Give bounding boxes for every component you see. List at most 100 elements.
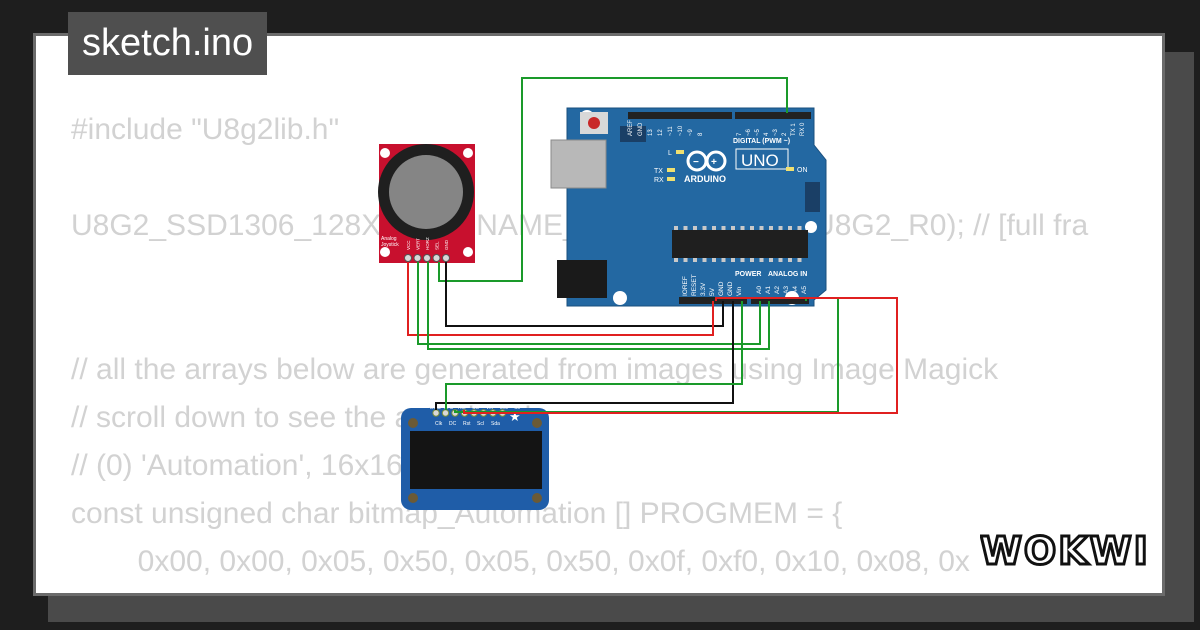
- digital-pin-label: 2: [782, 132, 788, 136]
- oled-pin-label-top: Rst: [458, 405, 466, 411]
- oled-pin-label-bottom: Rst: [463, 421, 471, 427]
- digital-pin-label: 13: [648, 129, 654, 136]
- power-jack: [557, 260, 607, 298]
- led-on: [786, 167, 794, 171]
- chip-leg: [788, 226, 792, 230]
- oled-pin-label-top: 3v3: [500, 405, 508, 411]
- chip-leg: [797, 226, 802, 230]
- wokwi-logo: WOKWI: [980, 528, 1150, 575]
- arduino-logo-icon: − +: [686, 150, 727, 172]
- digital-pin-label: TX 1: [791, 123, 797, 136]
- wire-red-5v[interactable]: [407, 262, 714, 336]
- joystick-pin[interactable]: [442, 254, 450, 262]
- analog-pin-label: A1: [765, 286, 772, 294]
- wokwi-wordmark: WOKWI: [980, 529, 1150, 573]
- oled-pin-label-top: Vin: [486, 405, 493, 411]
- digital-pin-label: AREF: [628, 120, 634, 136]
- led-on-label: ON: [797, 167, 808, 174]
- digital-header-left: [628, 112, 732, 119]
- power-pin-label: 5V: [709, 287, 716, 296]
- joystick-pin[interactable]: [404, 254, 412, 262]
- chip-leg: [712, 226, 716, 230]
- star-icon: ★: [509, 410, 521, 425]
- code-line: 0x00, 0x00, 0x05, 0x50, 0x05, 0x50, 0x0f…: [71, 545, 970, 578]
- wire-black-oled-gnd[interactable]: [435, 301, 734, 410]
- code-background: #include "U8g2lib.h" U8G2_SSD1306_128X64…: [71, 36, 1088, 593]
- digital-pin-label: 8: [698, 132, 704, 136]
- mount-hole: [408, 418, 418, 428]
- chip-leg: [721, 258, 726, 262]
- chip-leg: [740, 258, 745, 262]
- chip-leg: [759, 258, 764, 262]
- wire-green-oled-sda[interactable]: [445, 301, 743, 410]
- chip-leg: [693, 226, 697, 230]
- reset-button-cap[interactable]: [588, 117, 600, 129]
- uno-badge: [735, 148, 789, 170]
- code-line: const unsigned char bitmap_Automation []…: [71, 497, 843, 530]
- power-label: POWER: [735, 271, 761, 278]
- chip-leg: [721, 226, 726, 230]
- wire-green-a1[interactable]: [427, 262, 770, 350]
- wire-green-oled-scl[interactable]: [454, 297, 839, 413]
- digital-header-right: [735, 112, 811, 119]
- digital-pin-label: GND: [638, 122, 644, 136]
- chip-leg: [693, 258, 697, 262]
- wire-red-oled-vcc[interactable]: [463, 297, 898, 414]
- digital-pin-label: ~6: [746, 128, 752, 136]
- chip-leg: [788, 258, 792, 262]
- svg-text:+: +: [711, 157, 717, 168]
- chip-leg: [769, 226, 773, 230]
- power-pin-label: IOREF: [682, 276, 689, 296]
- chip-leg: [683, 258, 688, 262]
- led-l: [676, 150, 684, 154]
- led-rx: [667, 177, 675, 181]
- mount-hole: [613, 291, 627, 305]
- power-pin-label: Vin: [736, 286, 743, 296]
- digital-pin-label: ~5: [755, 128, 761, 136]
- wires: [407, 77, 898, 414]
- icsp-header-2: [805, 182, 820, 212]
- mount-hole: [463, 247, 473, 257]
- mount-hole: [463, 148, 473, 158]
- analog-label: ANALOG IN: [768, 271, 807, 278]
- chip-leg: [702, 226, 707, 230]
- mount-hole: [408, 493, 418, 503]
- chip-leg: [674, 226, 678, 230]
- oled-pin-label-bottom: Scl: [477, 421, 484, 427]
- joystick-knob[interactable]: [389, 155, 463, 229]
- code-line: // all the arrays below are generated fr…: [71, 353, 999, 386]
- power-pin-label: RESET: [691, 274, 698, 296]
- chip-leg: [778, 226, 783, 230]
- joystick-label-2: Joystick: [381, 242, 399, 248]
- power-pin-label: GND: [718, 281, 725, 296]
- joystick-pin[interactable]: [413, 254, 422, 262]
- joystick-pin-label: SEL: [435, 241, 440, 250]
- oled-pin[interactable]: [441, 409, 450, 417]
- chip-leg: [674, 258, 678, 262]
- analog-pin-label: A0: [756, 286, 763, 294]
- oled-pin[interactable]: [432, 409, 440, 417]
- digital-pin-label: 7: [737, 132, 743, 136]
- wire-green-d2[interactable]: [438, 77, 788, 282]
- oled-pin-label-top: CS: [472, 405, 480, 411]
- mount-hole: [532, 418, 542, 428]
- wire-black-gnd[interactable]: [445, 262, 724, 327]
- led-l-label: L: [668, 150, 672, 157]
- power-header: [679, 297, 747, 304]
- joystick-pin[interactable]: [432, 254, 441, 262]
- digital-pin-label: ~10: [678, 125, 684, 136]
- wire-green-a0[interactable]: [417, 262, 761, 345]
- chip-leg: [740, 226, 745, 230]
- file-title[interactable]: sketch.ino: [68, 12, 268, 75]
- chip-leg: [750, 258, 754, 262]
- joystick-pin[interactable]: [423, 254, 431, 262]
- joystick-label-1: Analog: [381, 236, 397, 242]
- chip-leg: [769, 258, 773, 262]
